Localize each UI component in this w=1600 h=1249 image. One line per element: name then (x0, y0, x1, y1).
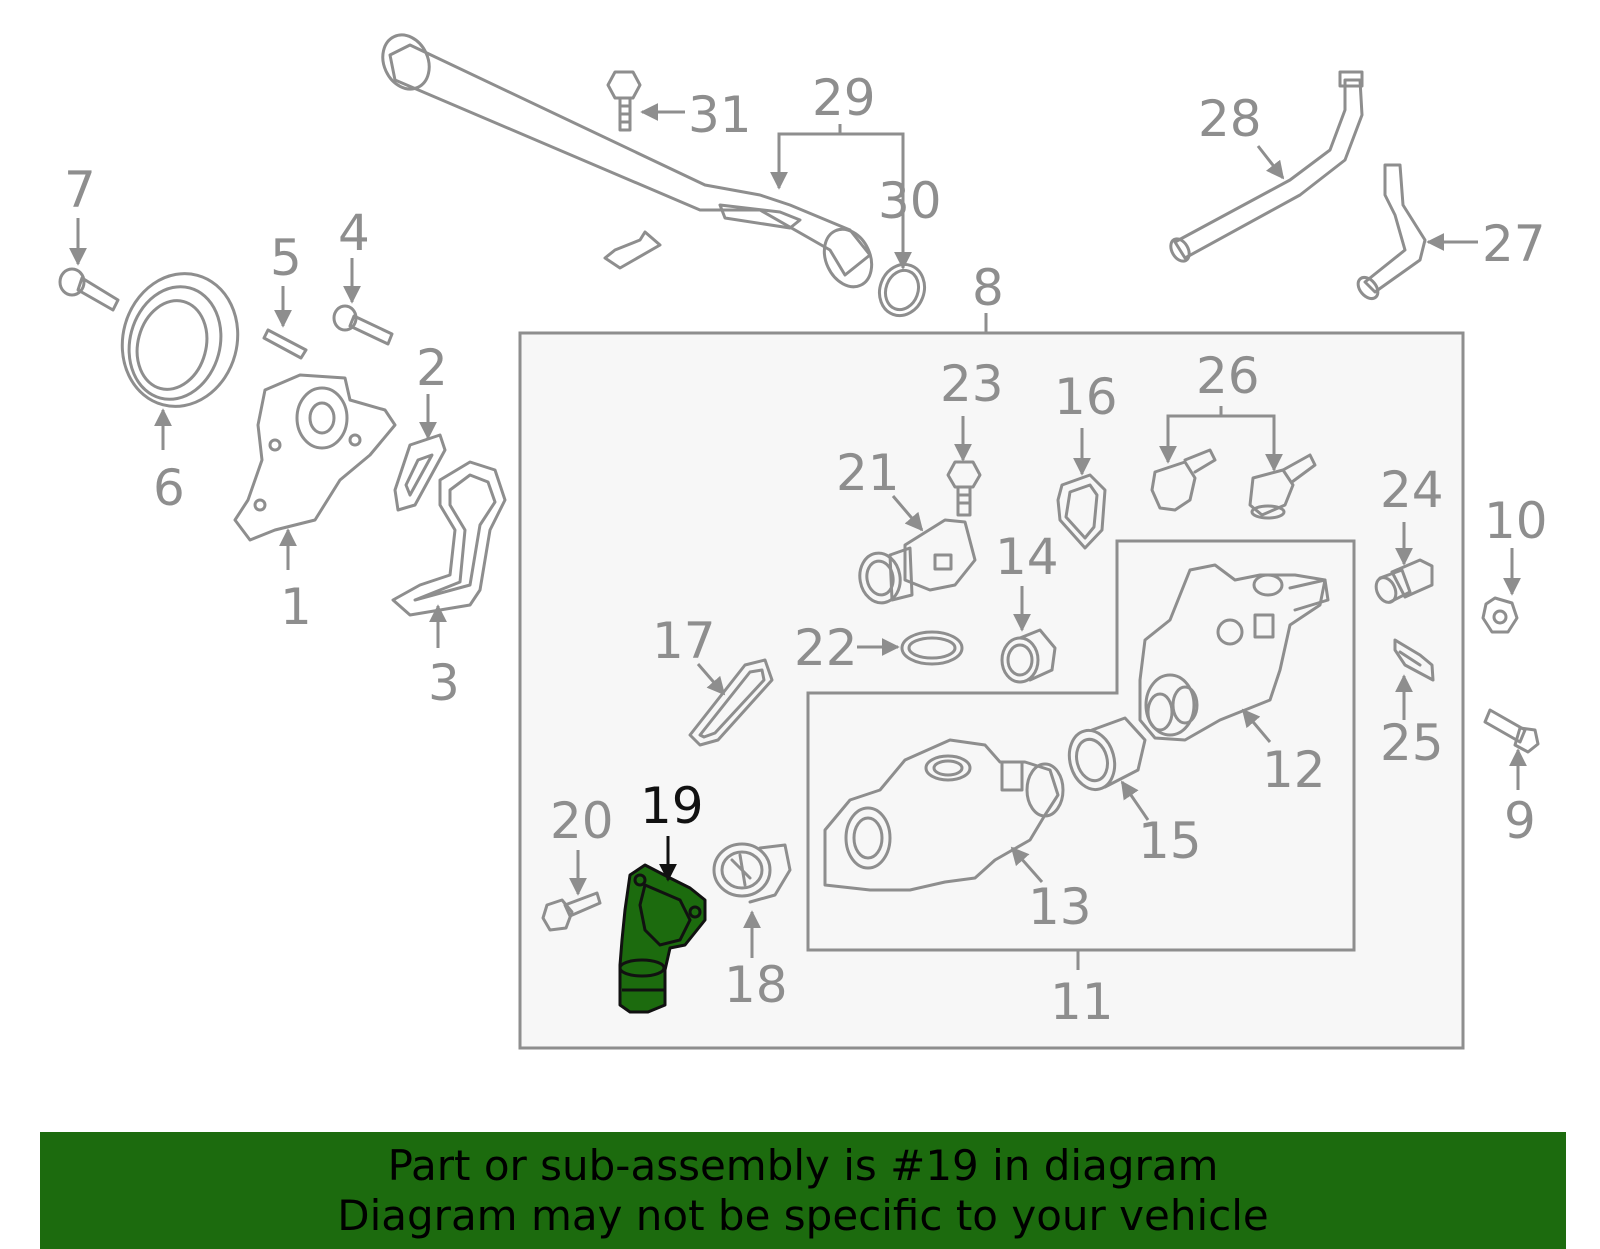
label-31: 31 (688, 86, 752, 144)
leader-12 (1241, 708, 1272, 743)
part-21-housing (858, 518, 977, 605)
part-28-hose (1169, 70, 1364, 263)
part-7-bolt (58, 267, 120, 312)
leader-15 (1120, 780, 1150, 821)
label-7: 7 (64, 161, 96, 219)
label-15: 15 (1138, 812, 1202, 870)
part-12-housing (1138, 563, 1330, 742)
leader-17 (696, 663, 726, 696)
leader-13 (1010, 846, 1044, 883)
label-28: 28 (1198, 90, 1262, 148)
part-23-bolt (946, 460, 982, 517)
part-19-water-outlet (618, 863, 707, 1014)
label-11: 11 (1050, 973, 1114, 1031)
label-4: 4 (338, 204, 370, 262)
label-27: 27 (1482, 215, 1546, 273)
label-18: 18 (724, 956, 788, 1014)
label-1: 1 (280, 578, 312, 636)
label-29: 29 (812, 69, 876, 127)
label-9: 9 (1504, 792, 1536, 850)
part-15-seal (1067, 716, 1147, 792)
part-31-bolt (606, 70, 642, 132)
part-5-pin (262, 328, 308, 360)
leader-28 (1256, 145, 1285, 180)
part-20-bolt (541, 891, 602, 932)
label-2: 2 (416, 339, 448, 397)
info-banner: Part or sub-assembly is #19 in diagram D… (40, 1132, 1566, 1249)
banner-line-1: Part or sub-assembly is #19 in diagram (387, 1140, 1219, 1190)
part-25-clip (1393, 638, 1435, 682)
part-1-water-pump (233, 373, 397, 542)
part-10-nut (1481, 596, 1519, 634)
label-21: 21 (836, 444, 900, 502)
part-13-housing (823, 738, 1065, 892)
label-14: 14 (995, 528, 1059, 586)
label-30: 30 (878, 172, 942, 230)
label-12: 12 (1262, 741, 1326, 799)
part-3-gasket (391, 460, 507, 617)
label-6: 6 (153, 459, 185, 517)
part-29-pipe (381, 33, 874, 289)
label-23: 23 (940, 355, 1004, 413)
part-16-gasket (1056, 473, 1107, 550)
label-25: 25 (1380, 714, 1444, 772)
part-22-o-ring (900, 630, 964, 666)
banner-line-2: Diagram may not be specific to your vehi… (337, 1190, 1269, 1240)
leader-21 (891, 495, 924, 532)
part-30-o-ring (877, 262, 927, 318)
part-2-gasket (393, 433, 447, 512)
part-9-bolt (1483, 708, 1540, 754)
label-10: 10 (1484, 492, 1548, 550)
label-16: 16 (1054, 368, 1118, 426)
label-20: 20 (550, 792, 614, 850)
label-5: 5 (270, 229, 302, 287)
label-3: 3 (428, 654, 460, 712)
label-24: 24 (1380, 461, 1444, 519)
label-26: 26 (1196, 347, 1260, 405)
label-22: 22 (794, 619, 858, 677)
label-8: 8 (972, 259, 1004, 317)
label-19: 19 (640, 777, 704, 835)
part-27-hose (1356, 163, 1427, 301)
part-14-seal (1000, 628, 1057, 684)
part-18-thermostat (712, 842, 792, 904)
part-6-pulley (120, 272, 240, 408)
part-17-gasket (688, 658, 774, 747)
label-13: 13 (1028, 878, 1092, 936)
part-24-sensor (1374, 558, 1434, 604)
part-4-bolt (332, 304, 394, 346)
label-17: 17 (652, 612, 716, 670)
